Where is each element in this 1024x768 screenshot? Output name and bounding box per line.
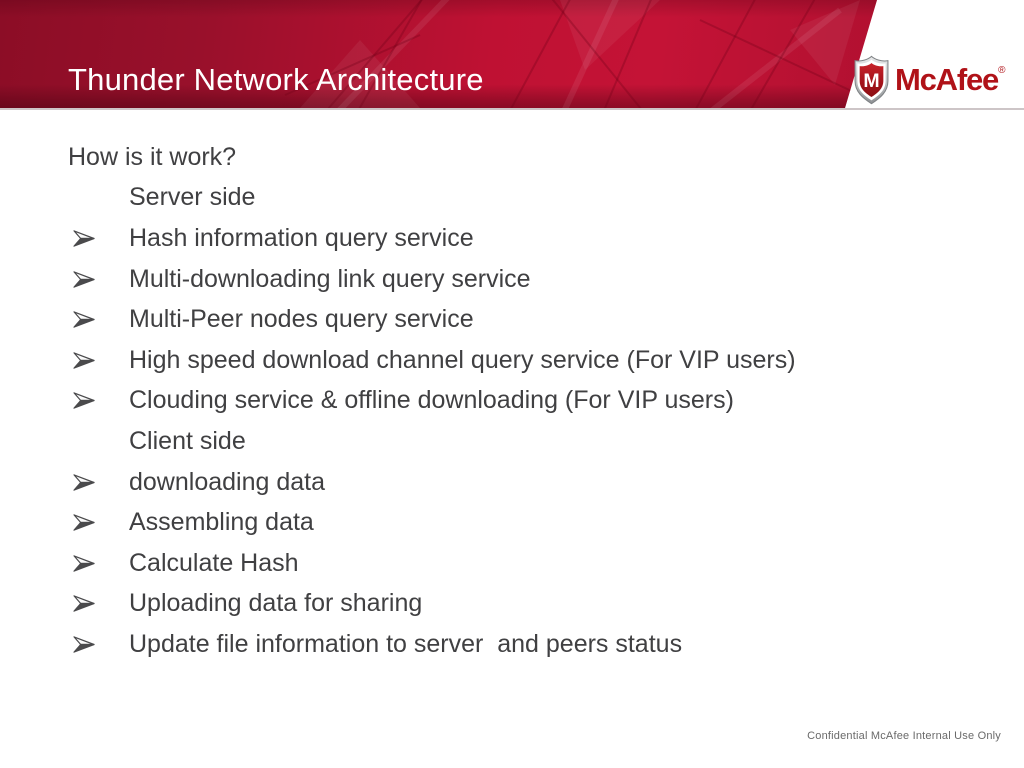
list-item: Update file information to server and pe… [68, 624, 968, 665]
list-item-text: How is it work? [68, 142, 237, 171]
list-item: Uploading data for sharing [68, 584, 968, 625]
header-band-red-area [0, 0, 877, 108]
list-item-text: Multi-Peer nodes query service [129, 305, 474, 334]
arrow-bullet-icon [73, 594, 96, 613]
list-item-text: Update file information to server and pe… [129, 629, 683, 658]
header-band: Thunder Network Architecture [0, 0, 1024, 110]
brand-name: McAfee [895, 62, 999, 97]
band-texture-pattern [284, 0, 861, 108]
slide-body: How is it work? Server side Hash informa… [68, 137, 968, 665]
list-item-text: Client side [129, 426, 246, 455]
mcafee-shield-icon: M [854, 55, 889, 105]
arrow-bullet-icon [73, 473, 96, 492]
list-item-text: Clouding service & offline downloading (… [129, 386, 734, 415]
arrow-bullet-icon [73, 635, 96, 654]
list-item: High speed download channel query servic… [68, 340, 968, 381]
list-item: Client side [68, 421, 968, 462]
confidentiality-footer: Confidential McAfee Internal Use Only [807, 730, 1001, 742]
list-item-text: downloading data [129, 467, 325, 496]
list-item-text: Calculate Hash [129, 548, 299, 577]
band-bottom-divider [0, 108, 1024, 110]
list-item-text: Server side [129, 183, 256, 212]
list-item-text: Multi-downloading link query service [129, 264, 531, 293]
shield-letter: M [863, 70, 879, 92]
list-item: Multi-Peer nodes query service [68, 299, 968, 340]
mcafee-logo: M McAfee® [853, 55, 1005, 105]
mcafee-wordmark: McAfee® [895, 55, 1005, 105]
arrow-bullet-icon [73, 513, 96, 532]
list-item: Clouding service & offline downloading (… [68, 381, 968, 422]
list-item-text: High speed download channel query servic… [129, 345, 796, 374]
arrow-bullet-icon [73, 554, 96, 573]
list-item-text: Assembling data [129, 508, 314, 537]
list-item: Assembling data [68, 502, 968, 543]
arrow-bullet-icon [73, 310, 96, 329]
list-item: Multi-downloading link query service [68, 259, 968, 300]
arrow-bullet-icon [73, 391, 96, 410]
arrow-bullet-icon [73, 351, 96, 370]
list-item: Calculate Hash [68, 543, 968, 584]
list-item: downloading data [68, 462, 968, 503]
registered-mark: ® [998, 65, 1006, 76]
list-item: How is it work? [68, 137, 968, 178]
arrow-bullet-icon [73, 229, 96, 248]
list-item: Server side [68, 178, 968, 219]
page-title: Thunder Network Architecture [68, 62, 484, 97]
list-item-text: Uploading data for sharing [129, 589, 423, 618]
arrow-bullet-icon [73, 270, 96, 289]
list-item-text: Hash information query service [129, 223, 474, 252]
list-item: Hash information query service [68, 218, 968, 259]
